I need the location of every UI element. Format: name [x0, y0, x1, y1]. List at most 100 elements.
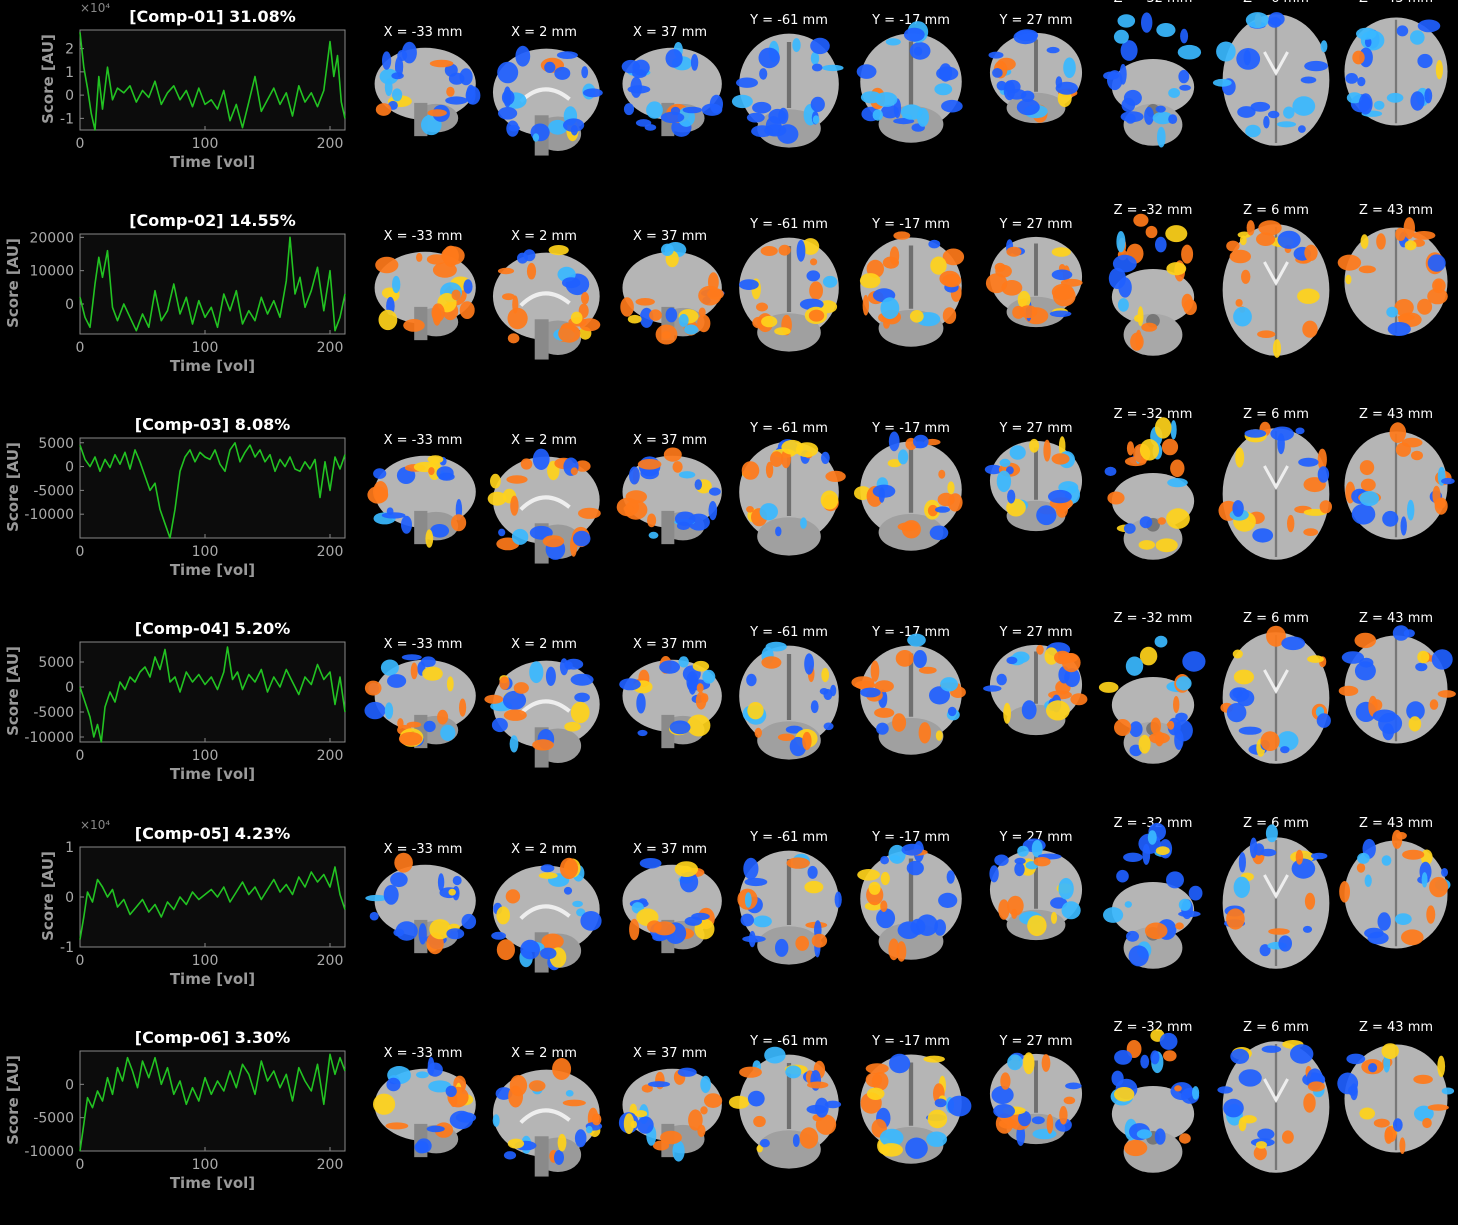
activation-blob — [1098, 681, 1119, 693]
activation-blob — [1232, 500, 1244, 517]
activation-blob — [529, 525, 553, 540]
activation-blob — [674, 861, 699, 877]
activation-blob — [1415, 662, 1428, 672]
activation-blob — [492, 1114, 500, 1127]
activation-blob — [1417, 53, 1433, 69]
activation-blob — [1403, 217, 1415, 240]
activation-blob — [570, 125, 578, 136]
brain-slice-image — [1103, 12, 1202, 148]
brain-slice-image — [854, 431, 963, 551]
activation-blob — [554, 66, 571, 80]
activation-blob — [445, 96, 468, 105]
activation-blob — [659, 660, 680, 674]
activation-blob — [809, 281, 823, 300]
brain-slice-image — [1222, 824, 1330, 969]
x-tick-label: 200 — [317, 544, 344, 560]
activation-blob — [1174, 729, 1184, 750]
activation-blob — [451, 514, 467, 532]
x-tick-label: 0 — [76, 953, 85, 969]
activation-blob — [1244, 429, 1267, 438]
activation-blob — [1387, 322, 1411, 336]
activation-blob — [520, 458, 533, 470]
activation-blob — [1358, 265, 1376, 274]
activation-blob — [928, 239, 941, 249]
activation-blob — [1033, 857, 1051, 867]
activation-blob — [736, 77, 758, 88]
activation-blob — [1383, 1054, 1391, 1073]
activation-blob — [1154, 1128, 1166, 1145]
slice-label: X = 2 mm — [511, 229, 577, 244]
activation-blob — [576, 908, 586, 917]
slice-label: Z = 43 mm — [1358, 1020, 1434, 1035]
activation-blob — [1411, 450, 1423, 461]
activation-blob — [994, 262, 1006, 272]
slice-label: Y = 27 mm — [999, 830, 1073, 845]
activation-blob — [548, 119, 568, 135]
slice-label: X = -33 mm — [383, 433, 463, 448]
y-tick-label: -5000 — [33, 1111, 74, 1127]
activation-blob — [431, 303, 445, 322]
activation-blob — [1009, 445, 1026, 460]
activation-blob — [1417, 298, 1433, 315]
activation-blob — [752, 101, 772, 114]
activation-blob — [1392, 1118, 1403, 1132]
activation-blob — [632, 59, 650, 76]
activation-blob — [1180, 28, 1189, 44]
activation-blob — [1304, 892, 1316, 910]
activation-blob — [874, 707, 895, 718]
activation-blob — [661, 331, 672, 339]
activation-blob — [918, 666, 937, 674]
activation-blob — [1399, 1137, 1406, 1154]
activation-blob — [1235, 299, 1243, 307]
activation-blob — [1051, 453, 1070, 465]
activation-blob — [1277, 433, 1285, 455]
activation-blob — [1432, 278, 1446, 294]
activation-blob — [1168, 88, 1180, 98]
activation-blob — [1241, 269, 1251, 284]
slice-label: Z = 6 mm — [1221, 0, 1331, 6]
activation-blob — [624, 500, 648, 520]
slice-label: Y = -17 mm — [872, 421, 950, 436]
activation-blob — [1421, 872, 1428, 888]
activation-blob — [927, 504, 938, 517]
activation-blob — [870, 660, 880, 682]
activation-blob — [554, 1150, 564, 1165]
activation-blob — [947, 481, 955, 495]
activation-blob — [1414, 1105, 1434, 1122]
activation-blob — [859, 273, 881, 289]
activation-blob — [426, 1125, 445, 1133]
activation-blob — [874, 680, 894, 693]
slice-label: X = 37 mm — [632, 25, 708, 40]
activation-blob — [1065, 1082, 1082, 1090]
activation-blob — [1226, 703, 1247, 723]
brain-slice-image — [1104, 417, 1195, 560]
activation-blob — [1339, 881, 1350, 903]
brain-slice-image — [374, 41, 481, 137]
activation-blob — [821, 667, 830, 683]
activation-blob — [1118, 277, 1132, 298]
activation-blob — [1236, 689, 1255, 707]
brain-slice-image — [1344, 422, 1455, 540]
activation-blob — [1014, 862, 1025, 877]
activation-blob — [796, 239, 806, 262]
activation-blob — [1358, 93, 1373, 115]
activation-blob — [1155, 236, 1167, 253]
activation-blob — [810, 700, 819, 714]
brain-slice-image — [739, 439, 846, 556]
x-axis-label: Time [vol] — [169, 970, 256, 988]
activation-blob — [445, 1085, 457, 1097]
activation-blob — [562, 277, 581, 289]
activation-blob — [627, 85, 651, 94]
activation-blob — [1235, 447, 1245, 468]
activation-blob — [684, 324, 699, 335]
activation-blob — [1373, 100, 1385, 110]
activation-blob — [740, 913, 754, 927]
activation-blob — [497, 267, 515, 275]
activation-blob — [1144, 922, 1168, 940]
slice-label: Z = 6 mm — [1243, 611, 1309, 626]
activation-blob — [893, 231, 911, 240]
brain-slice-image — [1337, 217, 1448, 336]
activation-blob — [1394, 913, 1412, 925]
activation-blob — [810, 37, 830, 55]
